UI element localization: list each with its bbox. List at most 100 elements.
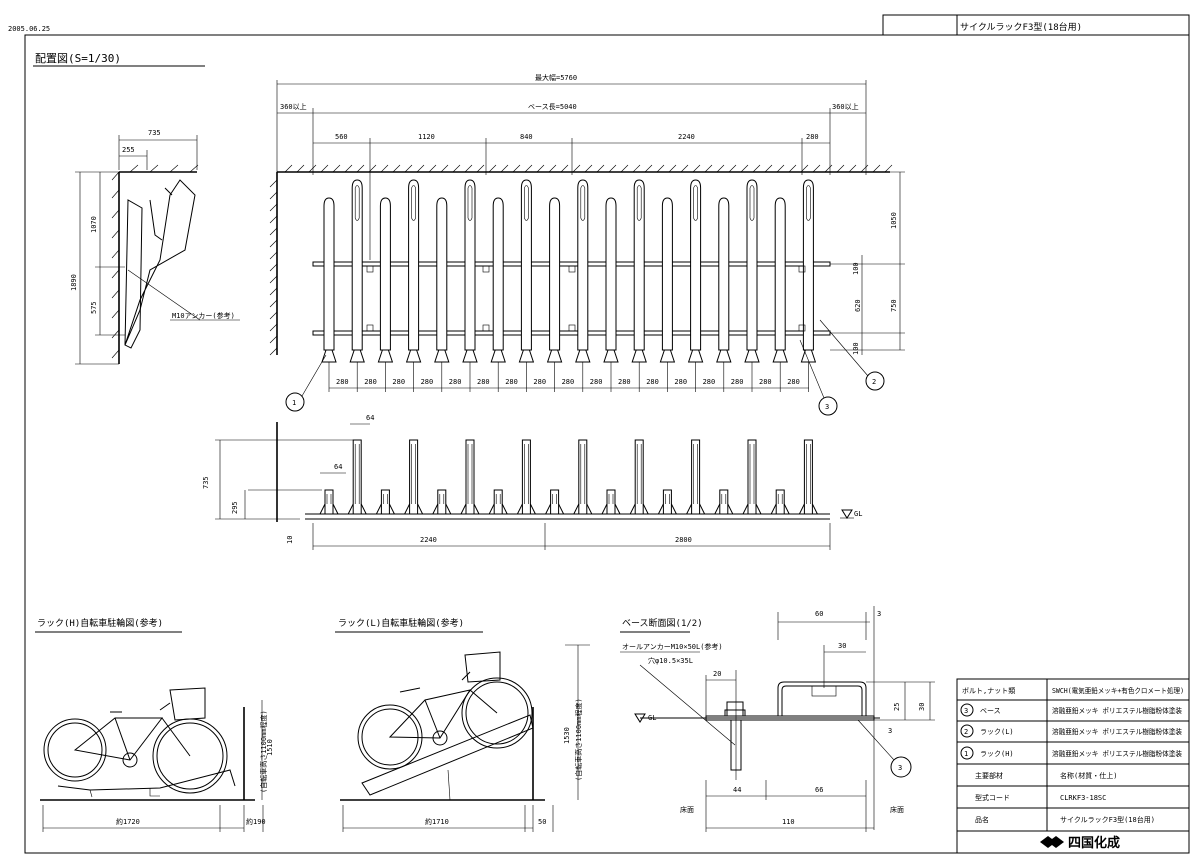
tb-row1-left: ベース: [980, 707, 1001, 715]
elev-post-h: [685, 439, 706, 515]
sheet-border: [24, 34, 1190, 854]
svg-text:2: 2: [872, 378, 876, 386]
elev-post-h: [798, 439, 819, 515]
elev-post-h: [516, 439, 537, 515]
svg-text:3: 3: [825, 403, 829, 411]
detail-dim-4: 25: [893, 703, 901, 711]
rack-h-post: [800, 179, 817, 392]
rack-l-post: [716, 197, 732, 392]
plan-title: 配置図(S=1/30): [35, 52, 121, 65]
elev-dim-h1: 295: [231, 501, 239, 514]
dim-seg-2: 840: [520, 133, 533, 141]
detail-dim-0: 60: [815, 610, 823, 618]
elev-post-l: [319, 489, 339, 515]
title-block: ボルト,ナット類 SWCH(電気亜鉛メッキ+有色クロメート処理) 3 ベース 溶…: [956, 678, 1190, 854]
elev-dim-post2: 64: [334, 463, 342, 471]
elev-post-l: [770, 489, 791, 515]
elev-dim-base: 10: [286, 536, 294, 544]
elev-post-l: [431, 489, 452, 515]
detail-balloon: [890, 756, 912, 778]
detail-note1: オールアンカーM10×50L(参考): [622, 642, 723, 651]
diag-high-title: ラック(H)自転車駐輪図(参考): [37, 617, 163, 629]
dim-right-2: 620: [854, 299, 862, 312]
pitch-dim: 280: [533, 378, 546, 386]
rack-l-post: [321, 197, 337, 392]
elev-post-l: [601, 489, 621, 515]
tb-row1-num: 3: [964, 707, 968, 715]
rack-h-post: [349, 179, 365, 392]
tb-row2-num: 2: [964, 728, 968, 736]
tb-row3-right: 溶融亜鉛メッキ ポリエステル樹脂粉体塗装: [1052, 749, 1182, 758]
pitch-dim: 280: [392, 378, 405, 386]
svg-text:1: 1: [292, 399, 296, 407]
rack-h-post: [518, 179, 535, 392]
rack-l-post: [546, 197, 563, 392]
rack-h-post: [687, 179, 704, 392]
pitch-dim: 280: [449, 378, 462, 386]
pitch-dim: 280: [618, 378, 631, 386]
detail-dim-7: 44: [733, 786, 741, 794]
rack-h-post: [744, 179, 760, 392]
side-dim-top2: 255: [122, 146, 135, 154]
diag-low-len: 約1710: [425, 817, 449, 826]
dim-seg-1: 1120: [418, 133, 435, 141]
elevation-view: 735 295 64 64 10 2240 2800 GL: [202, 414, 862, 550]
side-dim-v3: 575: [90, 301, 98, 314]
pitch-dim: 280: [590, 378, 603, 386]
tb-row6-right: サイクルラックF3型(18台用): [1060, 815, 1155, 824]
anchor-note: M10アンカー(参考): [172, 311, 235, 320]
elev-post-l: [713, 489, 734, 515]
elev-gl: GL: [854, 510, 862, 518]
tb-row2-right: 溶融亜鉛メッキ ポリエステル樹脂粉体塗装: [1052, 727, 1182, 736]
sheet-title: サイクルラックF3型(18台用): [960, 21, 1082, 33]
dim-right-1: 100: [852, 262, 860, 275]
drawing-date: 2005.06.25: [8, 25, 50, 33]
side-dim-top: 735: [148, 129, 161, 137]
plan-view: 最大幅=5760 360以上 ベース長=5040 360以上 560 1120 …: [269, 73, 905, 416]
tb-row3-num: 1: [964, 750, 968, 758]
elev-post-l: [544, 489, 565, 515]
dim-seg-4: 280: [806, 133, 819, 141]
dim-right-0: 1050: [890, 212, 898, 229]
tb-row4-right: 名称(材質・仕上): [1060, 771, 1117, 780]
elev-post-l: [375, 489, 396, 515]
company-name: 四国化成: [1068, 835, 1120, 851]
rack-h-post: [462, 179, 478, 392]
dim-left-margin: 360以上: [280, 102, 307, 111]
rack-h-post: [631, 179, 647, 392]
tb-row4-left: 主要部材: [975, 771, 1003, 780]
detail-dim-8: 66: [815, 786, 823, 794]
detail-dim-5: 30: [918, 703, 926, 711]
title-box: [882, 14, 1190, 36]
rack-l-post: [772, 197, 788, 392]
elev-post-h: [347, 439, 368, 515]
tb-row6-left: 品名: [975, 815, 989, 824]
rack-l-post: [603, 197, 619, 392]
pitch-dim: 280: [646, 378, 659, 386]
dim-total: 最大幅=5760: [535, 73, 577, 82]
dim-right-4: 100: [852, 342, 860, 355]
pitch-dim: 280: [477, 378, 490, 386]
pitch-dim: 280: [364, 378, 377, 386]
pitch-dim: 280: [759, 378, 772, 386]
bike-diagram-low: ラック(L)自転車駐輪図(参考) 約1710 50 1530 (自転車高さ110…: [335, 617, 590, 832]
detail-side-0: 床面: [680, 805, 694, 814]
svg-text:3: 3: [898, 764, 902, 772]
elev-dim-b0: 2240: [420, 536, 437, 544]
pitch-dim: 280: [505, 378, 518, 386]
rack-l-post: [659, 197, 676, 392]
elev-post-h: [629, 439, 650, 515]
dim-base: ベース長=5040: [528, 103, 577, 111]
elev-dim-h0: 735: [202, 476, 210, 489]
detail-dim-9: 110: [782, 818, 795, 826]
detail-dim-1: 3: [877, 610, 881, 618]
diag-low-gap: 50: [538, 818, 546, 826]
diag-high-len: 約1720: [116, 817, 140, 826]
detail-side-1: 床面: [890, 805, 904, 814]
dim-right-3: 750: [890, 299, 898, 312]
rack-l-post: [377, 197, 394, 392]
side-view: 配置図(S=1/30) M10アンカー(参考) 735 255 1070: [33, 52, 240, 365]
elev-dim-post: 64: [366, 414, 374, 422]
elev-post-l: [488, 489, 509, 515]
